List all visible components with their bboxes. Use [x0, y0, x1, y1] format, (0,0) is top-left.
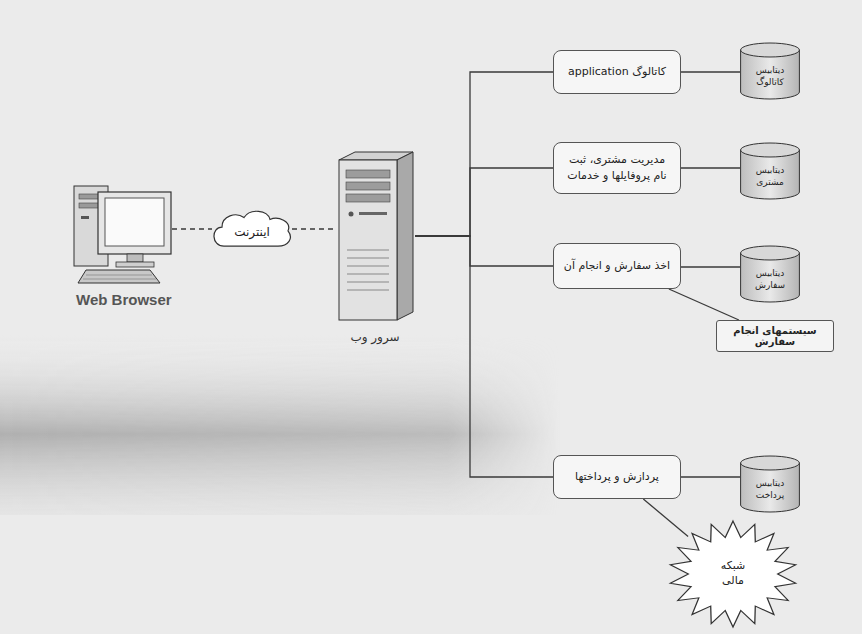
server-icon-part: [346, 170, 390, 178]
connector: [681, 167, 740, 168]
server-icon-part: [347, 282, 389, 283]
server-icon-part: [347, 250, 389, 251]
connector: [415, 236, 553, 477]
database-cylinder: دیتابیس کاتالوگ: [740, 42, 800, 100]
computer-icon: [72, 180, 172, 285]
server-icon-part: [349, 212, 354, 217]
database-outline-part: [741, 43, 800, 57]
node-text: اینترنت: [234, 225, 270, 239]
server-icon-part: [346, 194, 390, 202]
connector: [415, 236, 553, 266]
server-icon-part: [346, 182, 390, 190]
shadow-band: [0, 335, 560, 515]
server-icon: [335, 150, 415, 322]
connector: [681, 266, 740, 267]
database-outline-part: [741, 456, 800, 470]
node-text: مدیریت مشتری، ثبت نام پروفایلها و خدمات: [561, 152, 673, 185]
financial-network-burst: شبکه مالی: [668, 520, 798, 628]
connector: [415, 72, 553, 236]
node-text: دیتابیس سفارش: [745, 268, 795, 291]
connector: [172, 228, 212, 229]
connector: [681, 476, 740, 477]
computer-icon: Web Browser: [72, 180, 202, 308]
database-cylinder: دیتابیس مشتری: [740, 142, 800, 200]
computer-icon-part: [81, 216, 89, 219]
connector: [669, 289, 739, 320]
node-text: شبکه مالی: [711, 559, 755, 589]
internet-cloud: اینترنت: [212, 208, 292, 250]
node-text: سیستمهای انجام سفارش: [722, 325, 828, 347]
server-icon-part: [347, 290, 389, 291]
system-box: سیستمهای انجام سفارش: [716, 320, 834, 352]
computer-icon-part: [127, 254, 143, 262]
database-cylinder: دیتابیس سفارش: [740, 245, 800, 303]
computer-icon-part: [98, 192, 171, 254]
server-icon-part: [347, 258, 389, 259]
computer-icon-part: [116, 262, 154, 267]
database-cylinder: دیتابیس پرداخت: [740, 455, 800, 513]
node-text: پردازش و پرداختها: [575, 469, 659, 486]
starburst-outline-part: [670, 521, 795, 627]
computer-icon-part: [105, 198, 164, 246]
process-box: پردازش و پرداختها: [553, 455, 681, 499]
computer-icon-part: [86, 275, 152, 276]
node-text: سرور وب: [335, 330, 415, 344]
server-icon-part: [347, 266, 389, 267]
process-box: کاتالوگ application: [553, 50, 681, 94]
node-text: دیتابیس پرداخت: [745, 478, 795, 501]
process-box: اخذ سفارش و انجام آن: [553, 243, 681, 289]
database-outline-part: [741, 246, 800, 260]
connector: [292, 228, 335, 229]
connector: [643, 499, 688, 537]
cloud-outline-part: [214, 211, 290, 246]
server-icon-part: [339, 160, 397, 320]
node-text: Web Browser: [72, 291, 202, 308]
database-outline-part: [741, 143, 800, 157]
server-icon-part: [397, 152, 413, 320]
connector: [415, 168, 553, 236]
node-text: دیتابیس کاتالوگ: [745, 65, 795, 88]
computer-icon-part: [83, 279, 156, 280]
node-text: کاتالوگ application: [568, 64, 666, 81]
web-server-icon: سرور وب: [335, 150, 415, 344]
computer-icon-part: [78, 270, 160, 283]
server-icon-part: [359, 212, 387, 215]
node-text: دیتابیس مشتری: [745, 165, 795, 188]
connector: [681, 71, 740, 72]
node-text: اخذ سفارش و انجام آن: [564, 258, 670, 275]
process-box: مدیریت مشتری، ثبت نام پروفایلها و خدمات: [553, 142, 681, 194]
server-icon-part: [347, 274, 389, 275]
